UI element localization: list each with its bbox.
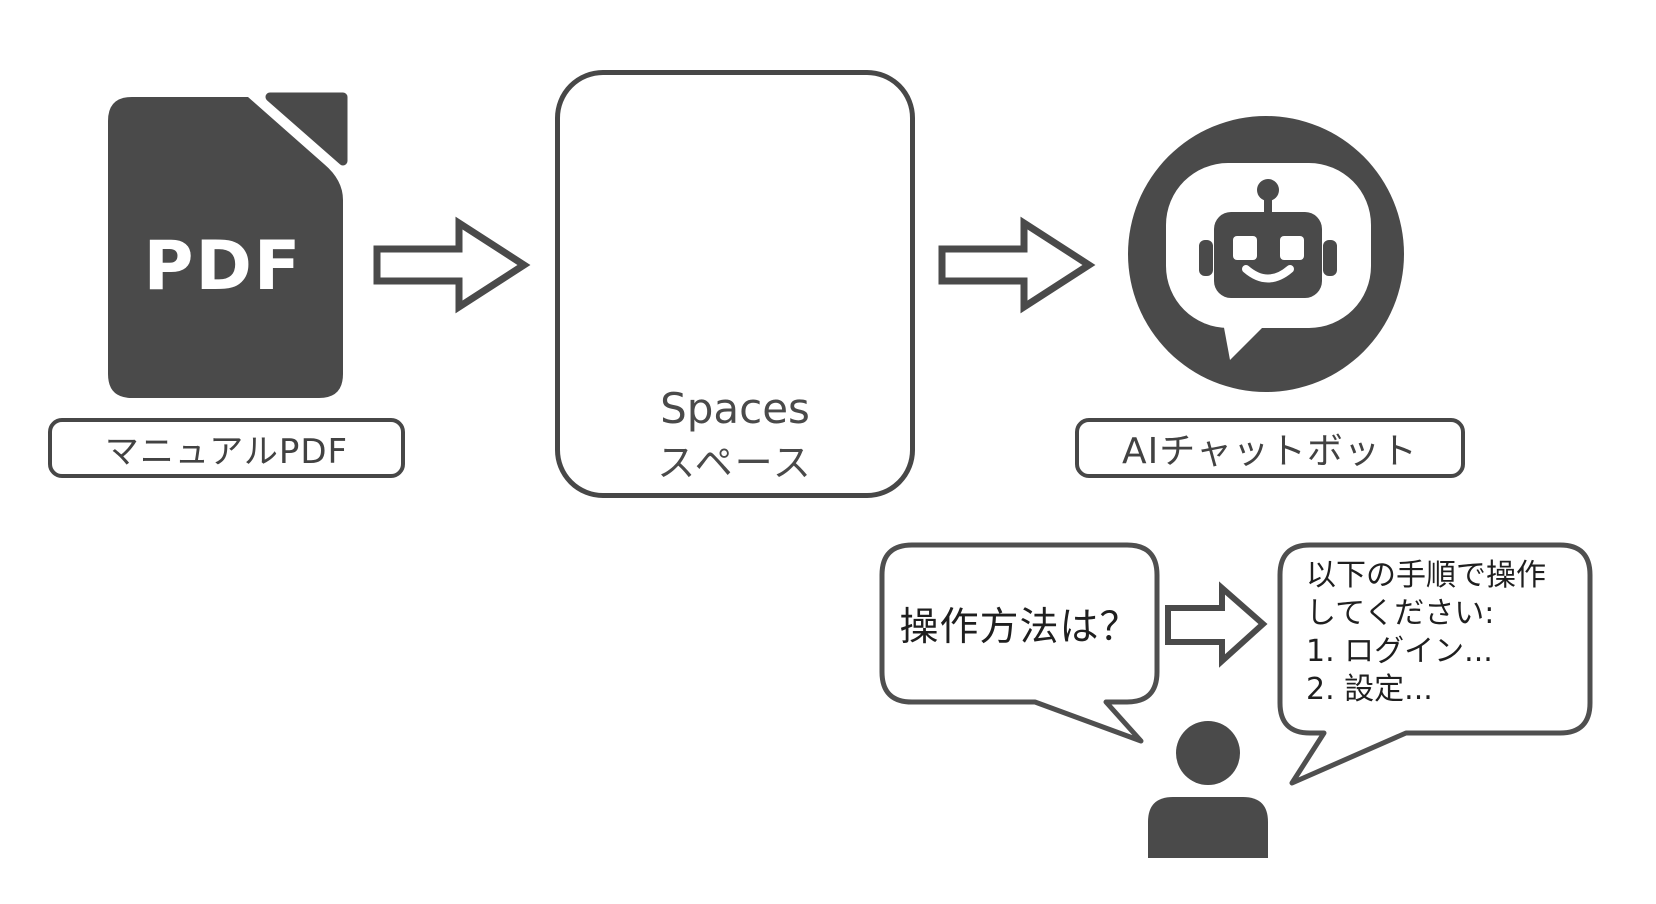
answer-line-3: 1. ログイン... <box>1306 634 1493 669</box>
pdf-icon-text: PDF <box>143 226 303 306</box>
robot-chat-icon <box>1128 116 1404 392</box>
pdf-label: マニュアルPDF <box>48 418 405 478</box>
robot-smile <box>1242 265 1294 283</box>
spaces-box <box>555 70 915 498</box>
question-bubble-text: 操作方法は？ <box>899 604 1140 650</box>
robot-antenna-ball <box>1257 179 1279 201</box>
spaces-subtitle: スペース <box>657 440 813 485</box>
robot-eye-left <box>1233 236 1257 260</box>
conversation-right-arrow-icon <box>1165 581 1268 668</box>
person-body <box>1148 797 1268 858</box>
answer-line-2: してください: <box>1306 596 1495 631</box>
pdf-file-icon <box>108 92 348 398</box>
person-head <box>1176 721 1240 785</box>
chatbot-label: AIチャットボット <box>1075 418 1465 478</box>
spaces-title: Spaces <box>660 383 810 433</box>
arrow-1-right-arrow-icon <box>373 216 531 314</box>
pdf-label-text: マニュアルPDF <box>104 431 349 472</box>
robot-antenna-stem <box>1264 194 1272 216</box>
robot-speech-tail <box>1220 306 1276 360</box>
robot-eye-right <box>1280 236 1304 260</box>
person-icon <box>1148 721 1268 858</box>
robot-head <box>1214 212 1322 298</box>
pdf-file-fold <box>265 92 348 166</box>
robot-ear-right <box>1323 240 1337 276</box>
answer-line-1: 以下の手順で操作 <box>1306 558 1546 593</box>
answer-line-4: 2. 設定... <box>1306 672 1433 707</box>
chatbot-label-text: AIチャットボット <box>1122 431 1418 472</box>
robot-ear-left <box>1199 240 1213 276</box>
question-bubble-shape <box>879 542 1160 744</box>
arrow-2-right-arrow-icon <box>938 216 1096 314</box>
pdf-file-body <box>108 97 343 398</box>
answer-bubble-shape <box>1277 542 1593 786</box>
answer-bubble-text: 以下の手順で操作 してください: 1. ログイン... 2. 設定... <box>1306 557 1590 723</box>
